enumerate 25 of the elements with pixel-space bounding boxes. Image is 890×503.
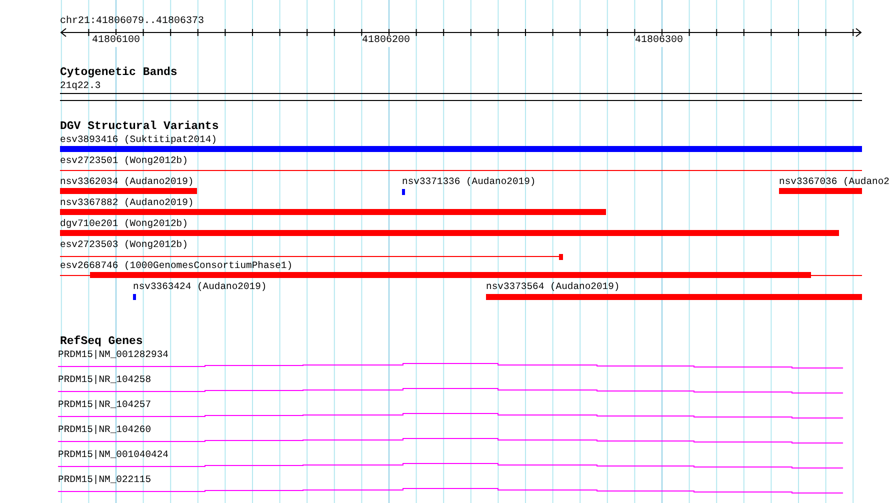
- variant-label: nsv3373564 (Audano2019): [486, 281, 620, 293]
- tick-label: 41806300: [635, 35, 684, 47]
- track-heading: RefSeq Genes: [60, 336, 143, 348]
- tick-label: 41806100: [92, 35, 140, 47]
- variant-label: nsv3362034 (Audano2019): [60, 176, 194, 188]
- band-label: 21q22.3: [60, 80, 101, 92]
- variant-label: nsv3367882 (Audano2019): [60, 197, 194, 209]
- variant-label: nsv3371336 (Audano2019): [402, 176, 536, 188]
- variant-label: nsv3363424 (Audano2019): [133, 281, 267, 293]
- gene-label: PRDM15|NR_104260: [58, 424, 152, 436]
- track-heading: Cytogenetic Bands: [60, 67, 178, 79]
- coordinate-range: chr21:41806079..41806373: [60, 16, 204, 28]
- variant-label: esv2723501 (Wong2012b): [60, 155, 188, 167]
- variant-label: esv3893416 (Suktitipat2014): [60, 134, 217, 146]
- variant-label: esv2668746 (1000GenomesConsortiumPhase1): [60, 260, 293, 272]
- variant-label: esv2723503 (Wong2012b): [60, 239, 188, 251]
- track-heading: DGV Structural Variants: [60, 121, 219, 133]
- gene-label: PRDM15|NR_104257: [58, 399, 152, 411]
- gene-label: PRDM15|NM_022115: [58, 474, 152, 486]
- variant-label: nsv3367036 (Audano2: [779, 176, 890, 188]
- variant-label: dgv710e201 (Wong2012b): [60, 218, 188, 230]
- tick-label: 41806200: [362, 35, 410, 47]
- gene-label: PRDM15|NM_001040424: [58, 449, 168, 461]
- gene-label: PRDM15|NM_001282934: [58, 349, 168, 361]
- gene-label: PRDM15|NR_104258: [58, 374, 152, 386]
